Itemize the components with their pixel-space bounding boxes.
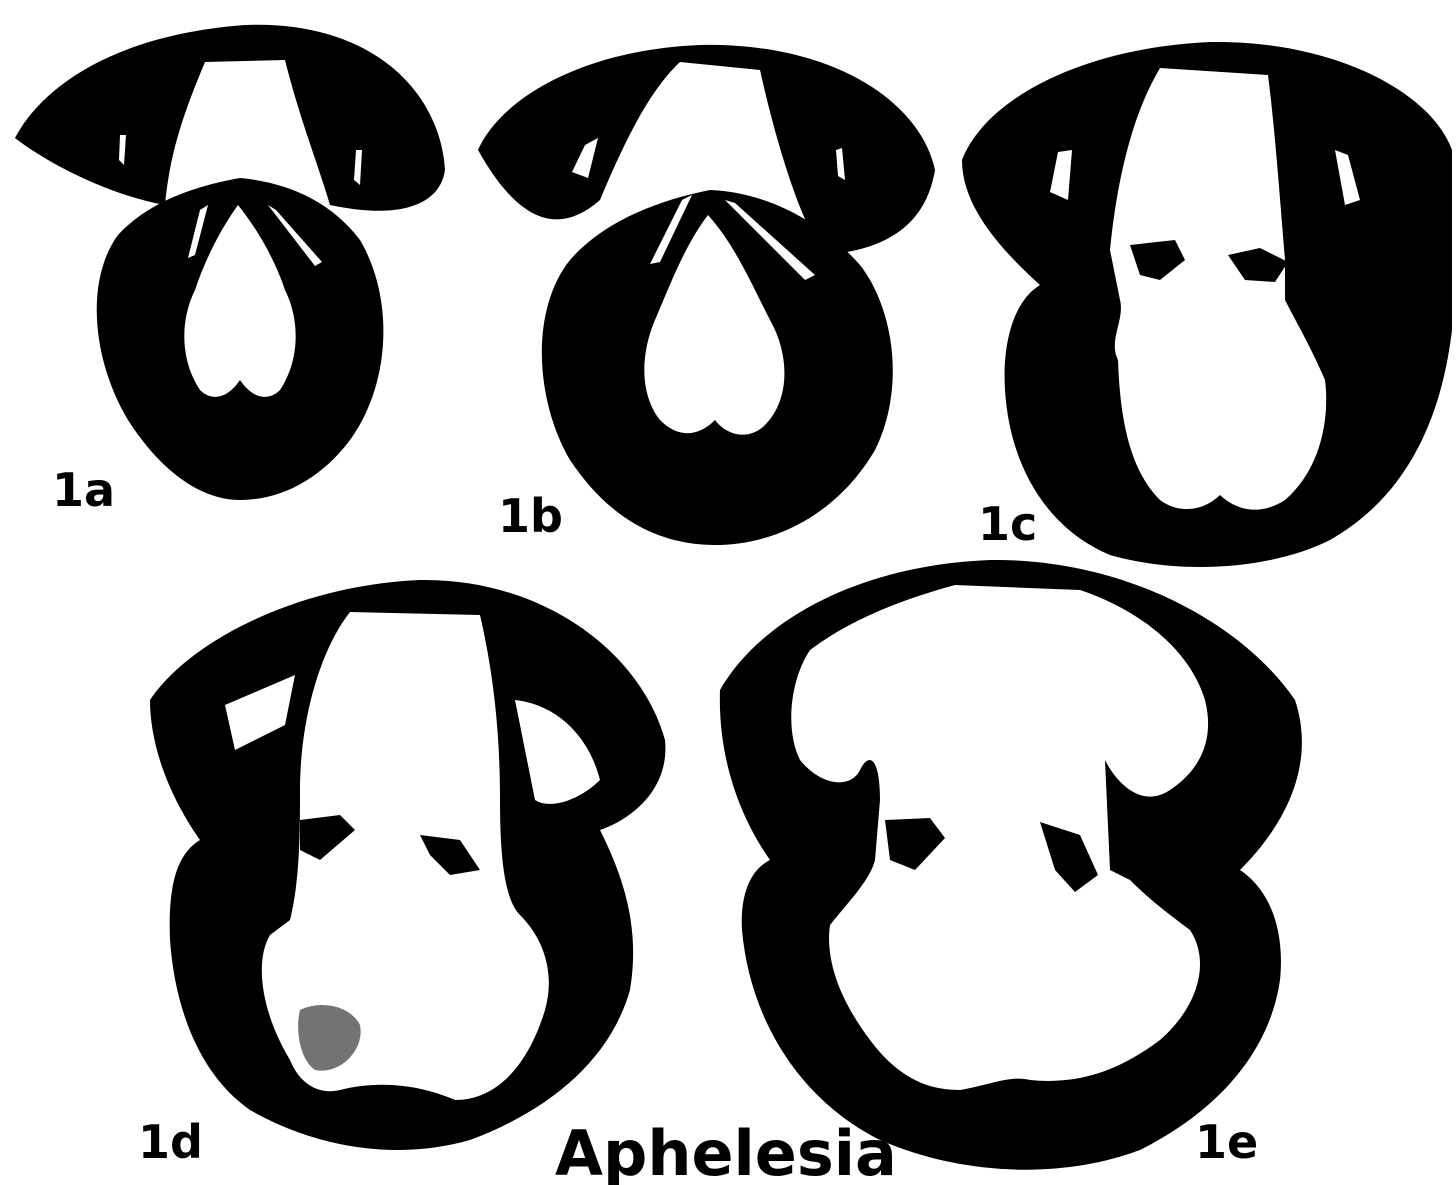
section-1d-outer-shell xyxy=(150,580,665,1150)
genus-caption: Aphelesia xyxy=(555,1117,897,1185)
section-1d-crura-right xyxy=(420,835,480,875)
section-1e: 1e xyxy=(720,560,1302,1170)
panel-label-1b: 1b xyxy=(498,489,563,543)
section-1c-outer-shell xyxy=(962,42,1452,567)
section-1e-outer-shell xyxy=(720,560,1302,1170)
section-1c: 1c xyxy=(962,42,1452,567)
section-1b-brachial-valve xyxy=(478,45,935,255)
section-1a-pedicle-valve xyxy=(97,178,384,500)
section-1a: 1a xyxy=(15,25,445,517)
section-1d-crura-left xyxy=(300,815,355,860)
panel-label-1e: 1e xyxy=(1195,1115,1258,1169)
section-1c-crura-left xyxy=(1130,240,1185,280)
panel-label-1d: 1d xyxy=(138,1115,203,1169)
section-1b: 1b xyxy=(478,45,935,545)
section-1d: 1d xyxy=(138,580,665,1169)
section-1e-crura-left xyxy=(885,818,945,870)
section-1e-crura-right xyxy=(1040,822,1098,892)
section-1c-crura-right xyxy=(1228,248,1288,282)
panel-label-1a: 1a xyxy=(52,463,115,517)
section-1d-stipple xyxy=(298,1005,361,1071)
panel-label-1c: 1c xyxy=(978,497,1037,551)
